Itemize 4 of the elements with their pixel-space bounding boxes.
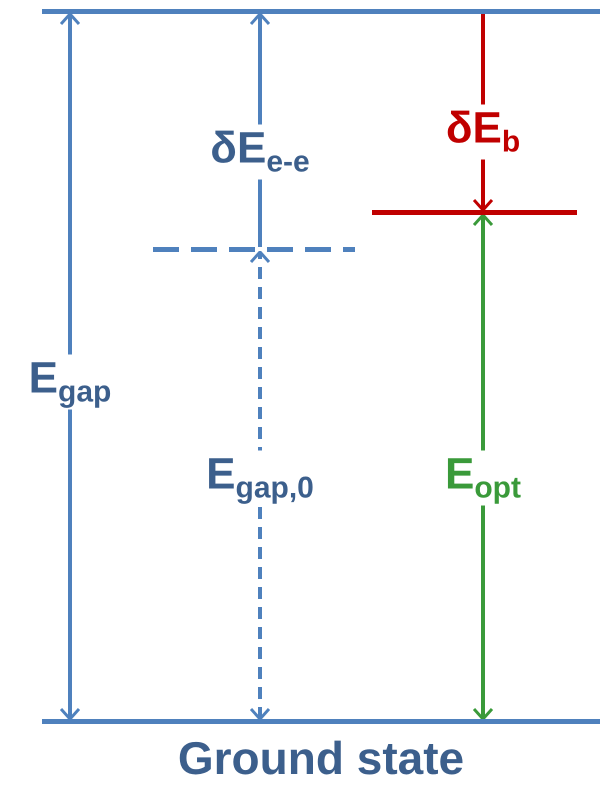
arrow	[60, 12, 80, 720]
arrow	[472, 214, 494, 720]
level-label: Ground state	[176, 733, 466, 784]
dashed-arrow	[250, 250, 270, 720]
